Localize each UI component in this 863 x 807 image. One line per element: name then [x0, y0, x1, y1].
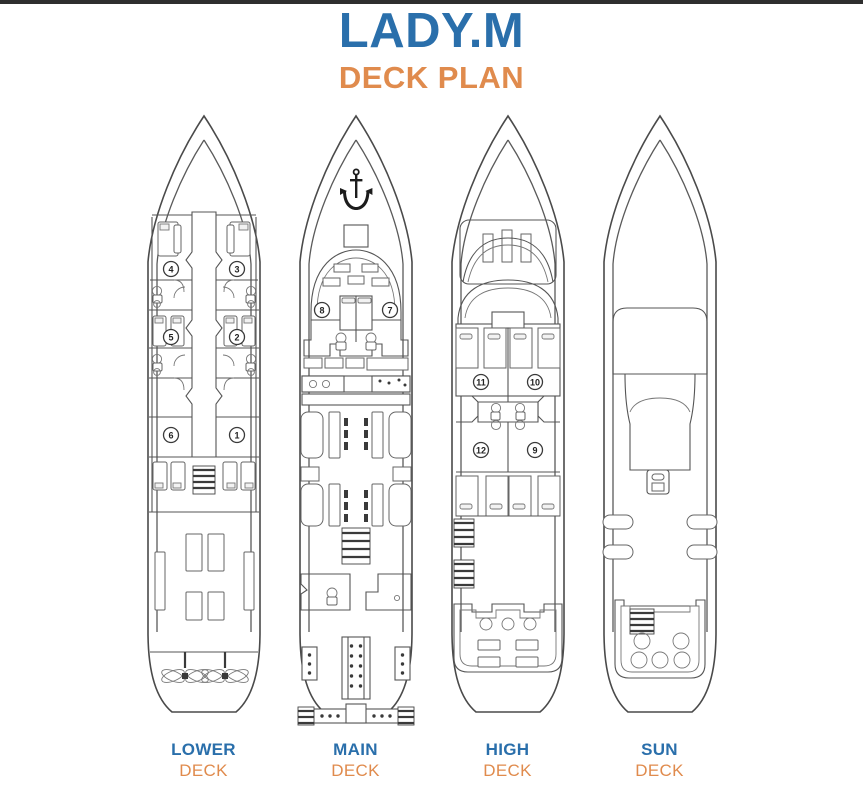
- stairs-icon: [341, 527, 370, 565]
- cabin-number-6: 6: [162, 426, 179, 444]
- stairs-icon: [397, 706, 414, 726]
- cabin-number-7: 7: [381, 301, 398, 319]
- deck-label-main: MAIN DECK: [280, 739, 432, 782]
- cabin-number-12: 12: [472, 441, 489, 459]
- cabin-number-1: 1: [228, 426, 245, 444]
- cabin-number-2: 2: [228, 328, 245, 346]
- svg-text:5: 5: [168, 333, 173, 343]
- svg-text:11: 11: [476, 378, 486, 388]
- deck-diagram-high[interactable]: 11 10 12 9: [432, 112, 584, 732]
- propeller-icon: [200, 652, 249, 683]
- deck-label-sun-word: DECK: [635, 761, 684, 781]
- page-title: LADY.M: [338, 4, 525, 58]
- title-block: LADY.M DECK PLAN: [0, 4, 863, 96]
- deck-plan-page: LADY.M DECK PLAN: [0, 4, 863, 807]
- cabin-number-8: 8: [313, 301, 330, 319]
- svg-text:7: 7: [387, 306, 392, 316]
- svg-text:6: 6: [168, 431, 173, 441]
- deck-label-main-word: DECK: [331, 761, 380, 781]
- stairs-icon: [297, 706, 314, 726]
- deck-label-high: HIGH DECK: [432, 739, 584, 782]
- cabin-number-11: 11: [472, 373, 489, 391]
- propeller-icon: [160, 652, 209, 683]
- svg-text:1: 1: [234, 431, 239, 441]
- stairs-icon: [453, 559, 474, 589]
- deck-label-lower-word: DECK: [179, 761, 228, 781]
- svg-text:10: 10: [529, 378, 539, 388]
- svg-text:12: 12: [475, 446, 485, 456]
- deck-label-lower-name: LOWER: [171, 740, 236, 759]
- stairs-icon: [192, 465, 215, 495]
- deck-diagram-lower[interactable]: 4 3 5 2 6 1: [128, 112, 280, 732]
- svg-text:4: 4: [168, 265, 173, 275]
- stairs-icon: [453, 518, 474, 548]
- svg-text:2: 2: [234, 333, 239, 343]
- deck-label-main-name: MAIN: [333, 740, 378, 759]
- cabin-number-5: 5: [162, 328, 179, 346]
- page-subtitle: DECK PLAN: [338, 60, 525, 96]
- deck-label-high-word: DECK: [483, 761, 532, 781]
- svg-text:9: 9: [532, 446, 537, 456]
- deck-label-sun-name: SUN: [641, 740, 678, 759]
- cabin-number-3: 3: [228, 260, 245, 278]
- cabin-number-9: 9: [526, 441, 543, 459]
- cabin-number-10: 10: [526, 373, 543, 391]
- anchor-icon: [339, 168, 372, 210]
- svg-text:3: 3: [234, 265, 239, 275]
- stairs-icon: [629, 608, 654, 635]
- deck-label-lower: LOWER DECK: [128, 739, 280, 782]
- deck-labels-row: LOWER DECK MAIN DECK HIGH DECK SUN DECK: [0, 739, 863, 782]
- cabin-number-4: 4: [162, 260, 179, 278]
- svg-text:8: 8: [319, 306, 324, 316]
- deck-diagram-sun[interactable]: [584, 112, 736, 732]
- deck-diagrams-row: 4 3 5 2 6 1: [0, 112, 863, 732]
- deck-diagram-main[interactable]: 8 7: [280, 112, 432, 732]
- top-border-bar: [0, 0, 863, 4]
- deck-label-sun: SUN DECK: [584, 739, 736, 782]
- deck-label-high-name: HIGH: [485, 740, 530, 759]
